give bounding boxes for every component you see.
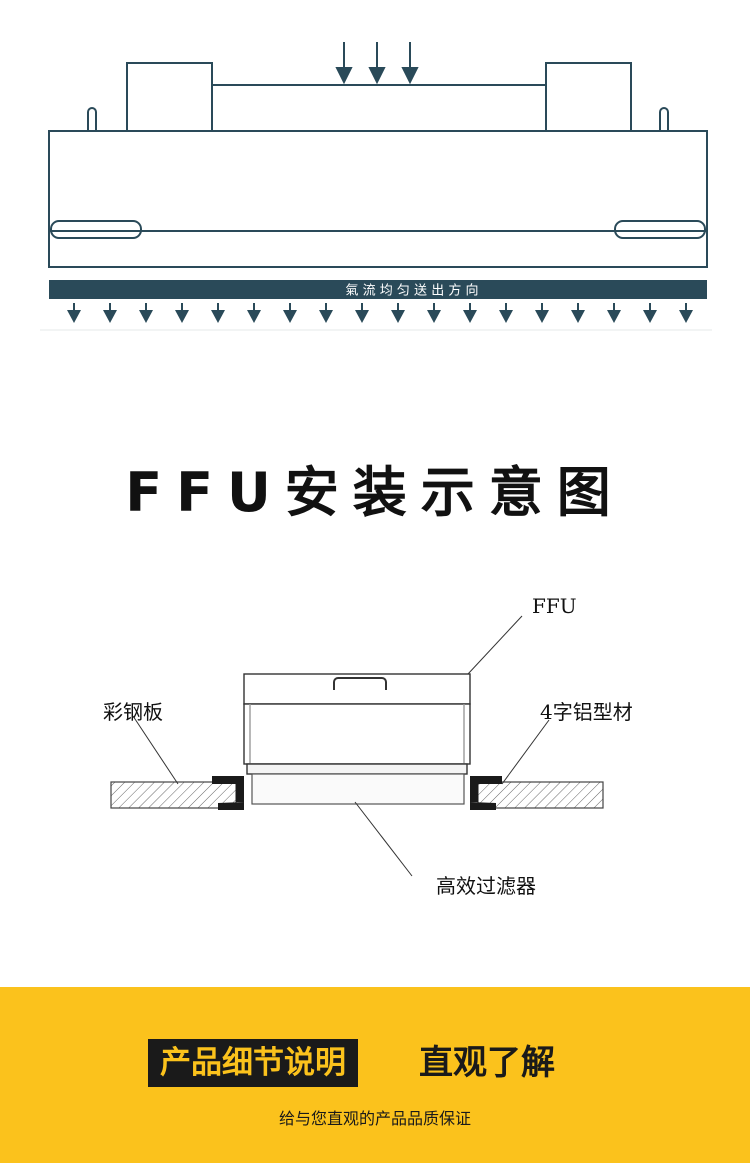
ffu-side-view-diagram: 氣 流 均 匀 送 出 方 向 (40, 42, 712, 331)
inflow-arrow (401, 42, 419, 85)
inflow-arrows (335, 42, 419, 85)
outflow-arrow (607, 303, 621, 323)
outflow-arrow (103, 303, 117, 323)
footer-title: 直观了解 (419, 1043, 555, 1083)
ffu-handle (333, 677, 387, 690)
installation-diagram (110, 615, 604, 877)
outflow-arrow (211, 303, 225, 323)
label-ffu: FFU (532, 594, 577, 618)
ffu-box (243, 673, 471, 775)
section-title: FFU安装示意图 (125, 461, 625, 524)
airflow-caption: 氣 流 均 匀 送 出 方 向 (346, 283, 479, 299)
outflow-arrow (535, 303, 549, 323)
outflow-arrow (283, 303, 297, 323)
outflow-arrow (499, 303, 513, 323)
outflow-arrow (679, 303, 693, 323)
aluminum-profile-right (470, 776, 502, 810)
outflow-arrow (463, 303, 477, 323)
footer-badge: 产品细节说明 (148, 1039, 358, 1087)
outflow-arrow (319, 303, 333, 323)
outflow-arrows (67, 303, 693, 323)
left-housing (126, 62, 213, 132)
color-steel-panel-left (110, 781, 237, 809)
outflow-arrow (67, 303, 81, 323)
right-handle (614, 220, 706, 239)
outflow-arrow (175, 303, 189, 323)
right-lug (659, 107, 669, 131)
footer-banner: 产品细节说明 直观了解 给与您直观的产品品质保证 (0, 987, 750, 1163)
footer-subtitle: 给与您直观的产品品质保证 (278, 1109, 471, 1128)
color-steel-panel-right (477, 781, 604, 809)
ffu-unit-outline (48, 62, 708, 268)
outflow-arrow (643, 303, 657, 323)
outflow-arrow (139, 303, 153, 323)
outflow-arrow (571, 303, 585, 323)
hepa-filter (251, 773, 465, 805)
right-housing (545, 62, 632, 132)
inflow-arrow (335, 42, 353, 85)
airflow-band (49, 280, 707, 299)
label-aluminum-profile: 4字铝型材 (540, 700, 633, 724)
aluminum-profile-left (212, 776, 244, 810)
main-body (48, 130, 708, 268)
outflow-arrow (391, 303, 405, 323)
outflow-arrow (355, 303, 369, 323)
label-hepa-filter: 高效过滤器 (436, 874, 536, 898)
outflow-arrow (247, 303, 261, 323)
label-color-steel: 彩钢板 (103, 700, 163, 724)
center-housing (211, 84, 547, 132)
leader-lines (132, 615, 550, 877)
outflow-arrow (427, 303, 441, 323)
left-handle (50, 220, 142, 239)
inflow-arrow (368, 42, 386, 85)
left-lug (87, 107, 97, 131)
